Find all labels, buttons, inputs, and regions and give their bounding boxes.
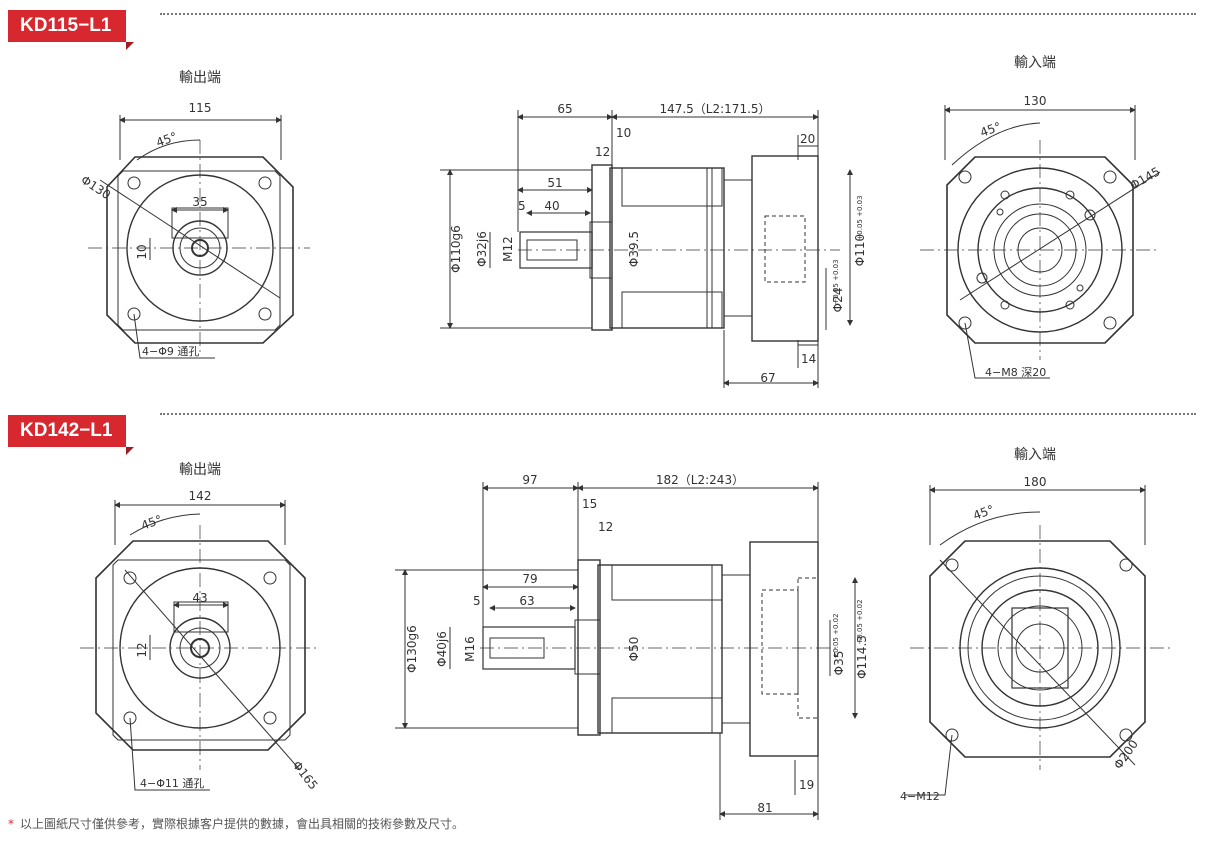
- s2-side-pilot: Φ50: [627, 637, 641, 662]
- s2-side-15: 15: [582, 497, 597, 511]
- s2-side-12: 12: [598, 520, 613, 534]
- s2-side-thread: M16: [463, 636, 477, 662]
- s1-side-65: 65: [557, 102, 572, 116]
- s1-input-view: [920, 105, 1161, 379]
- s2-side-63: 63: [519, 594, 534, 608]
- s1-side-67: 67: [760, 371, 775, 385]
- s2-in-pcd: Φ200: [1111, 737, 1141, 772]
- model-tag-1: KD115−L1: [8, 10, 134, 50]
- s2-output-view: [80, 500, 320, 791]
- s1-side-in-bore: Φ24: [831, 288, 845, 313]
- s1-side-flange: Φ110g6: [449, 225, 463, 273]
- s2-side-shaft: Φ40j6: [435, 631, 449, 667]
- s1-out-holes: 4−Φ9 通孔: [142, 345, 199, 358]
- s1-side-51: 51: [547, 176, 562, 190]
- s1-side-10: 10: [616, 126, 631, 140]
- s1-side-pilot: Φ39.5: [627, 231, 641, 267]
- s2-side-97: 97: [522, 473, 537, 487]
- s1-output-title: 輸出端: [179, 70, 221, 86]
- s1-side-14: 14: [801, 352, 816, 366]
- s2-in-width: 180: [1024, 475, 1047, 489]
- s1-in-width: 130: [1024, 94, 1047, 108]
- s1-side-total: 147.5（L2:171.5）: [659, 102, 770, 116]
- s2-out-boss: 43: [192, 591, 207, 605]
- footnote-text: 以上圖紙尺寸僅供參考，實際根據客户提供的數據，會出具相關的技術參數及尺寸。: [20, 817, 465, 831]
- s1-out-pcd: Φ130: [78, 173, 113, 202]
- footnote: * 以上圖紙尺寸僅供參考，實際根據客户提供的數據，會出具相關的技術參數及尺寸。: [8, 815, 464, 832]
- s1-side-12: 12: [595, 145, 610, 159]
- footnote-star: *: [8, 817, 14, 831]
- s1-out-key: 10: [135, 244, 149, 259]
- s1-in-holes: 4−M8 深20: [985, 366, 1046, 379]
- s2-in-angle: 45°: [971, 502, 996, 522]
- s2-output-title: 輸出端: [179, 462, 221, 478]
- s2-side-flange: Φ130g6: [405, 625, 419, 673]
- s1-side-view: [440, 110, 853, 388]
- s2-side-19: 19: [799, 778, 814, 792]
- section-divider-2: [160, 413, 1196, 415]
- s1-side-40: 40: [544, 199, 559, 213]
- s2-input-view: [905, 485, 1170, 796]
- section-divider-1: [160, 13, 1196, 15]
- s2-side-view: [395, 482, 858, 820]
- s2-side-in-flange-tol: +0.05 +0.02: [856, 599, 864, 644]
- s2-input-title: 輸入端: [1014, 447, 1056, 463]
- s2-side-5: 5: [473, 594, 481, 608]
- s1-out-width: 115: [189, 101, 212, 115]
- s1-output-view: [88, 115, 310, 359]
- model-tag-2: KD142−L1: [8, 415, 134, 455]
- s1-in-pcd: Φ145: [1128, 164, 1163, 192]
- s1-in-angle: 45°: [978, 119, 1003, 139]
- s1-side-in-bore-tol: +0.05 +0.03: [832, 259, 840, 304]
- s2-out-angle: 45°: [139, 512, 164, 532]
- s2-side-total: 182（L2:243）: [656, 473, 744, 487]
- s1-out-angle: 45°: [154, 129, 179, 149]
- s2-side-in-bore: Φ35: [832, 651, 846, 676]
- s1-input-title: 輸入端: [1014, 55, 1056, 71]
- s1-side-in-flange-tol: +0.05 +0.03: [856, 195, 864, 240]
- s1-side-5: 5: [518, 199, 526, 213]
- s2-out-holes: 4−Φ11 通孔: [140, 777, 204, 790]
- s2-side-81: 81: [757, 801, 772, 815]
- s2-out-key: 12: [135, 642, 149, 657]
- s1-side-thread: M12: [501, 236, 515, 262]
- s2-out-width: 142: [189, 489, 212, 503]
- s2-side-in-bore-tol: +0.05 +0.02: [832, 613, 840, 658]
- s2-out-pcd: Φ165: [290, 758, 321, 792]
- s2-side-in-flange: Φ114.3: [855, 635, 869, 679]
- s1-side-20: 20: [800, 132, 815, 146]
- s1-side-shaft: Φ32j6: [475, 231, 489, 267]
- s2-in-holes: 4−M12: [900, 790, 940, 803]
- s2-side-79: 79: [522, 572, 537, 586]
- s1-out-boss: 35: [192, 195, 207, 209]
- s1-side-in-flange: Φ110: [853, 234, 867, 266]
